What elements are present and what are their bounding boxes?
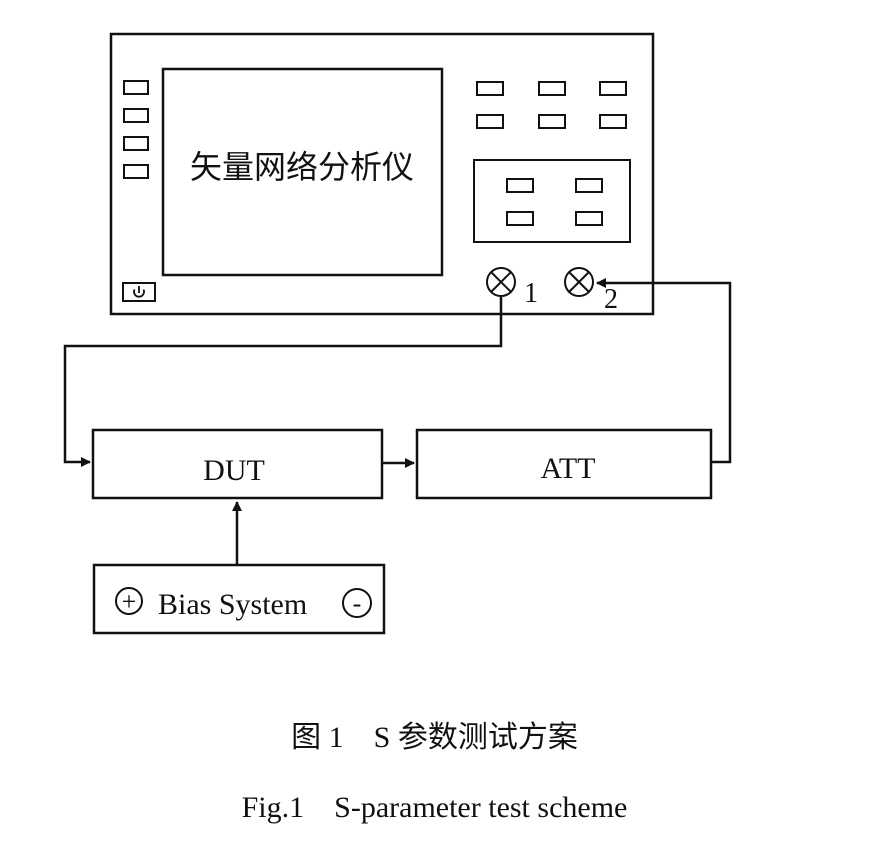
power-icon [133,286,145,298]
att-label: ATT [541,452,596,485]
caption-english: Fig.1 S-parameter test scheme [241,791,628,824]
panel-button [476,81,504,96]
top-right-buttons [476,81,627,129]
plus-terminal-icon: + [115,587,143,616]
att-block: ATT [415,428,713,500]
caption-chinese: 图 1 S 参数测试方案 [291,721,578,754]
dut-block: DUT [91,428,384,500]
network-analyzer: 矢量网络分析仪 [109,32,655,316]
analyzer-frame [109,32,655,316]
port1-to-dut-line [63,297,503,467]
minus-sign: - [353,589,362,618]
panel-button [538,81,566,96]
keypad-button [575,211,603,226]
keypad-panel [473,159,631,243]
bias-system-label: Bias System [158,588,307,621]
analyzer-label: 矢量网络分析仪 [190,149,414,185]
left-button [123,136,149,151]
port-2-connector-icon [564,267,594,297]
left-buttons [123,80,149,179]
power-button [122,282,156,302]
panel-button [599,81,627,96]
connections [63,278,732,565]
keypad-button [506,211,534,226]
att-to-port2-line [596,278,732,464]
left-button [123,108,149,123]
plus-sign: + [122,587,137,616]
port-1-label: 1 [524,278,538,309]
analyzer-screen [161,67,444,277]
keypad-button [506,178,534,193]
left-button [123,164,149,179]
left-button [123,80,149,95]
dut-label: DUT [203,454,265,487]
port-1-connector-icon [486,267,516,297]
panel-button [599,114,627,129]
port-2-label: 2 [604,284,618,315]
panel-button [476,114,504,129]
panel-button [538,114,566,129]
keypad-button [575,178,603,193]
bias-system-block: + Bias System - [92,563,386,635]
minus-terminal-icon: - [342,588,372,618]
